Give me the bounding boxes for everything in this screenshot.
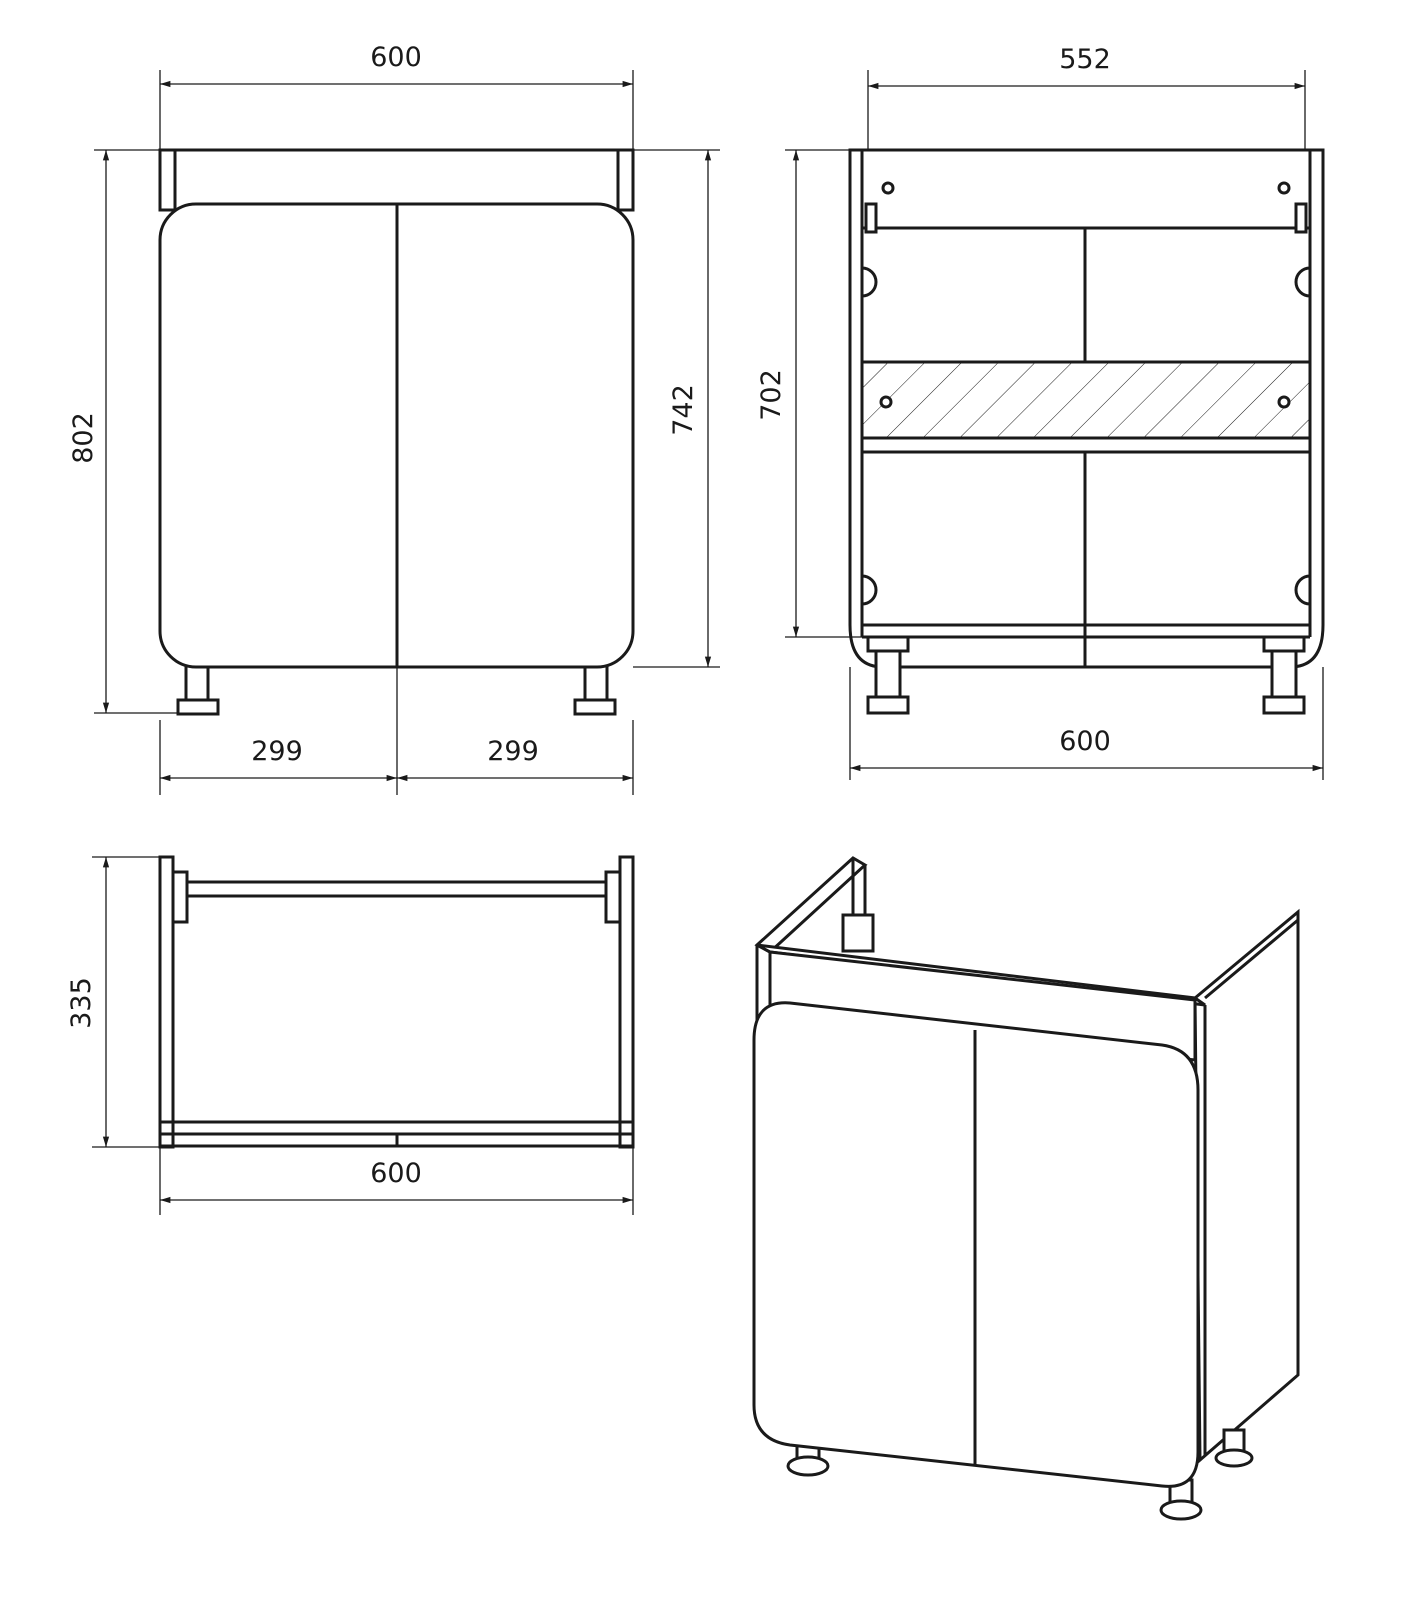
dim-front-height-total: 802 xyxy=(68,412,99,464)
dim-front-width: 600 xyxy=(370,42,422,73)
dim-back-inner-width: 552 xyxy=(1059,44,1111,75)
top-view: 335 600 xyxy=(66,855,635,1215)
dim-top-width: 600 xyxy=(370,1158,422,1189)
dim-front-height-body: 742 xyxy=(668,384,699,436)
dim-back-height: 702 xyxy=(756,369,787,421)
dim-back-width: 600 xyxy=(1059,726,1111,757)
isometric-view xyxy=(752,856,1300,1521)
dim-door-left: 299 xyxy=(251,736,303,767)
dim-door-right: 299 xyxy=(487,736,539,767)
dim-top-depth: 335 xyxy=(66,977,97,1029)
front-view: 600 802 742 299 299 xyxy=(68,42,720,795)
back-view: 552 702 600 xyxy=(756,44,1325,780)
